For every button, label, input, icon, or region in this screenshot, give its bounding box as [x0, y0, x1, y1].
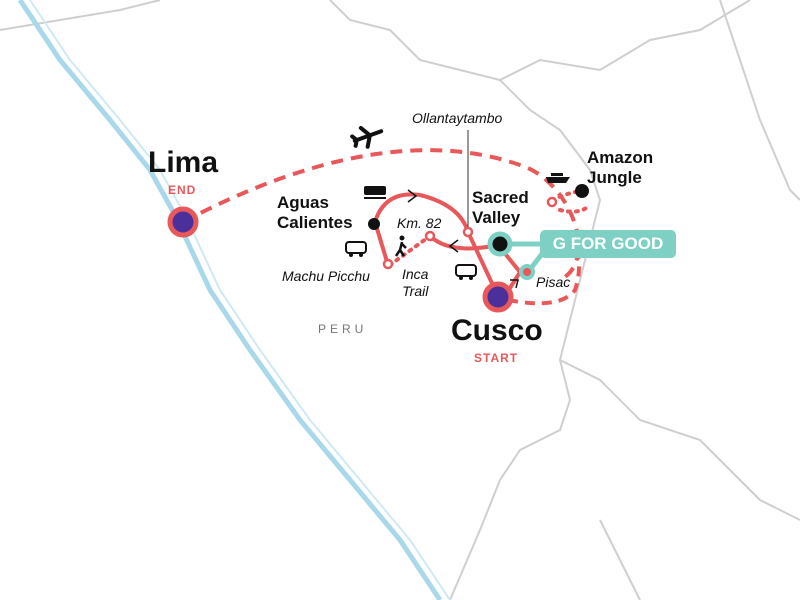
country-label: PERU [318, 322, 368, 336]
boat-icon [546, 173, 570, 183]
sacred-valley-marker[interactable] [487, 231, 513, 257]
plane-icon [350, 125, 384, 149]
ollantaytambo-marker[interactable] [462, 226, 474, 238]
pisac-marker[interactable] [519, 264, 535, 280]
machu-picchu-label: Machu Picchu [282, 268, 370, 284]
ollantaytambo-label: Ollantaytambo [412, 110, 503, 126]
aguas-calientes-label: Aguas Calientes [277, 193, 353, 232]
cusco-marker[interactable] [482, 281, 514, 313]
machu-picchu-marker[interactable] [382, 258, 394, 270]
direction-arrow [510, 279, 519, 289]
km82-label: Km. 82 [397, 215, 442, 231]
cusco-tag: START [474, 351, 519, 365]
inca-trail [388, 234, 432, 267]
coastline [29, 0, 451, 600]
border-line [559, 359, 800, 521]
lima-label: Lima [148, 146, 219, 179]
amazon-jungle-marker[interactable] [575, 184, 589, 198]
border-line [0, 0, 161, 31]
amazon-port-marker[interactable] [546, 196, 558, 208]
pisac-label: Pisac [536, 274, 571, 290]
g-for-good-badge[interactable]: G FOR GOOD [540, 230, 676, 258]
border-line [599, 519, 641, 600]
direction-arrow [407, 189, 418, 203]
border-line [329, 0, 602, 600]
lima-marker[interactable] [167, 206, 199, 238]
amazon-jungle-label: Amazon Jungle [587, 148, 654, 187]
coastline [17, 0, 443, 600]
bus-icon [455, 264, 477, 280]
km82-marker[interactable] [424, 230, 436, 242]
sacred-valley-label: Sacred Valley [472, 188, 529, 227]
hiker-icon [394, 235, 407, 257]
border-line [499, 0, 751, 81]
inca-trail-label: Inca Trail [402, 266, 429, 299]
border-line [719, 0, 800, 201]
train-icon [364, 186, 386, 199]
bus-icon [345, 241, 367, 257]
train-route [372, 192, 500, 297]
aguas-calientes-marker[interactable] [368, 218, 380, 230]
lima-tag: END [168, 183, 197, 197]
cusco-label: Cusco [451, 314, 543, 347]
direction-arrow [448, 239, 459, 253]
